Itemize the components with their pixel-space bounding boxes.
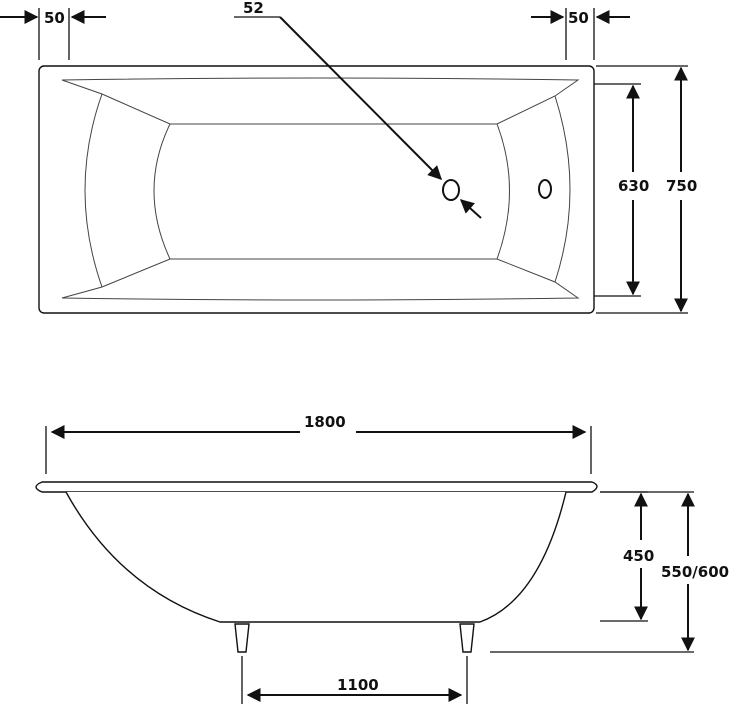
tub-rim-side xyxy=(35,481,598,493)
leg-spacing-label: 1100 xyxy=(337,676,379,694)
leg-left xyxy=(234,623,250,653)
overflow-hole xyxy=(538,179,552,199)
drain-label: 52 xyxy=(243,0,264,17)
basin-outline xyxy=(61,77,580,301)
basin-floor-edge xyxy=(170,123,497,260)
tub-outline-top xyxy=(38,65,595,314)
drain-leader-arrow xyxy=(279,16,442,180)
drain-arrow-2 xyxy=(459,199,482,219)
length-label: 1800 xyxy=(304,413,346,431)
drain-hole xyxy=(442,179,460,201)
basin-left-wall xyxy=(84,93,171,288)
basin-right-wall xyxy=(496,95,571,283)
height-label: 550/600 xyxy=(661,563,729,581)
tub-body-side xyxy=(65,491,567,623)
rim-left-label: 50 xyxy=(44,9,65,27)
top-view: 50 52 50 630 750 xyxy=(0,0,697,314)
depth-label: 450 xyxy=(623,547,654,565)
rim-right-label: 50 xyxy=(568,9,589,27)
inner-width-label: 630 xyxy=(618,177,649,195)
outer-width-label: 750 xyxy=(666,177,697,195)
side-view: 1800 450 550/600 1100 xyxy=(35,413,729,704)
leg-right xyxy=(459,623,475,653)
